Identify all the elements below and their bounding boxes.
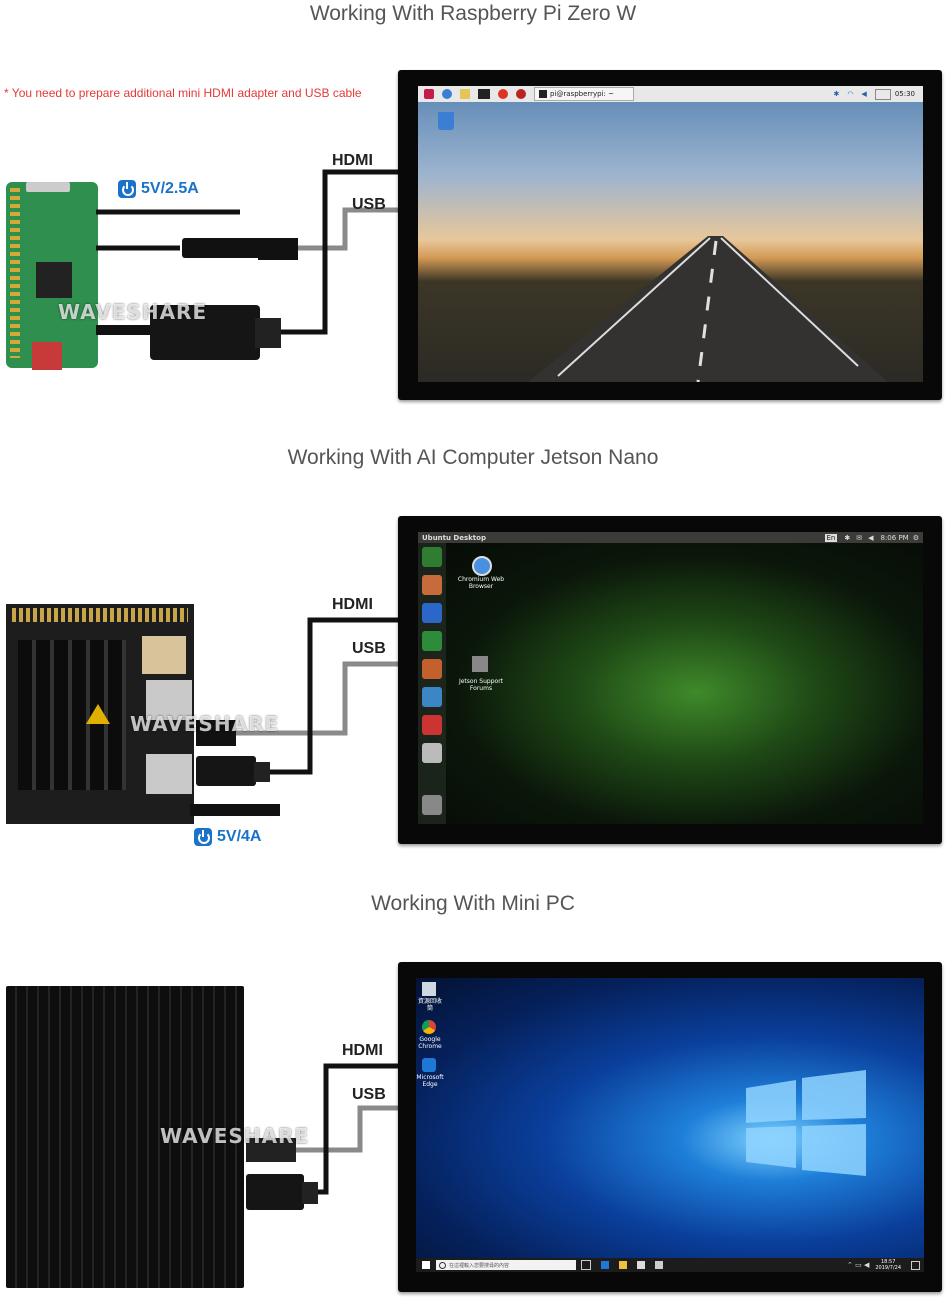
clock: 05:30 (894, 90, 915, 98)
section1-cables (96, 169, 400, 360)
recycle-bin-icon[interactable] (422, 982, 436, 996)
power-spec-1: 5V/2.5A (118, 180, 199, 198)
raspberry-pi-zero-board (6, 182, 98, 370)
search-box[interactable]: 在這裡輸入您要搜尋的內容 (436, 1260, 576, 1270)
search-icon (439, 1261, 446, 1269)
section-title-jetson-nano: Working With AI Computer Jetson Nano (287, 446, 659, 469)
section-title-mini-pc: Working With Mini PC (371, 892, 575, 915)
files-icon[interactable] (422, 575, 442, 595)
hdmi-label-2: HDMI (332, 596, 373, 613)
system-settings-icon[interactable] (422, 715, 442, 735)
task-view-icon[interactable] (581, 1260, 591, 1270)
language-indicator[interactable]: En (824, 533, 838, 542)
file-manager-icon[interactable] (460, 89, 470, 99)
ubuntu-launcher (418, 543, 446, 824)
start-button[interactable] (422, 1261, 430, 1269)
wifi-icon[interactable]: ◠ (847, 90, 854, 98)
edge-label: Microsoft Edge (416, 1074, 444, 1088)
impress-icon[interactable] (422, 659, 442, 679)
raspbian-desktop[interactable]: pi@raspberrypi: ~ ✱ ◠ ◀ 05:30 (418, 86, 923, 382)
mathematica-icon[interactable] (516, 89, 526, 99)
hdmi-label-1: HDMI (332, 152, 373, 169)
chrome-icon[interactable] (422, 1020, 436, 1034)
software-center-icon[interactable] (422, 687, 442, 707)
calc-icon[interactable] (422, 631, 442, 651)
cpu-monitor (874, 88, 891, 100)
taskbar-clock[interactable]: 18:57 2019/7/24 (875, 1259, 901, 1271)
ubuntu-desktop[interactable]: Ubuntu Desktop En ✱ ✉ ◀ 8:06 PM ⚙ Chromi… (418, 532, 923, 824)
monitor-3: 資源回收筒 Google Chrome Microsoft Edge 在這裡輸入… (398, 962, 942, 1292)
chromium-desktop-icon[interactable] (472, 556, 492, 576)
terminal-icon[interactable] (478, 89, 490, 99)
clock-time: 18:57 (880, 1259, 896, 1265)
volume-icon[interactable]: ◀ (868, 533, 874, 542)
section-title-raspberry-pi: Working With Raspberry Pi Zero W (309, 2, 637, 25)
hdmi-label-3: HDMI (342, 1042, 383, 1059)
section3-cables (246, 1063, 400, 1210)
watermark-logo: WAVESHARE (130, 712, 280, 736)
power-spec-text: 5V/2.5A (141, 180, 199, 197)
wolfram-icon[interactable] (498, 89, 508, 99)
windows-logo-wallpaper (746, 1070, 866, 1176)
monitor-1: pi@raspberrypi: ~ ✱ ◠ ◀ 05:30 (398, 70, 942, 400)
jetson-nano-board (6, 604, 194, 824)
action-center-icon[interactable] (911, 1260, 920, 1270)
power-spec-text: 5V/4A (217, 828, 262, 845)
watermark-logo: WAVESHARE (160, 1124, 310, 1148)
ubuntu-top-panel: Ubuntu Desktop En ✱ ✉ ◀ 8:06 PM ⚙ (418, 532, 923, 543)
file-explorer-icon[interactable] (619, 1261, 627, 1269)
settings-gear-icon[interactable]: ⚙ (912, 533, 919, 542)
jetson-forums-desktop-label: Jetson Support Forums (458, 678, 504, 692)
search-placeholder: 在這裡輸入您要搜尋的內容 (449, 1262, 510, 1269)
system-tray[interactable]: ⌃ ▭ ◀ (847, 1261, 870, 1269)
clock-date: 2019/7/24 (875, 1265, 901, 1271)
raspberry-menu-icon[interactable] (424, 89, 434, 99)
mail-icon[interactable] (655, 1261, 663, 1269)
terminal-window-title: pi@raspberrypi: ~ (550, 90, 615, 98)
recycle-bin-label: 資源回收筒 (417, 998, 442, 1012)
bluetooth-icon[interactable]: ✱ (844, 533, 851, 542)
volume-icon[interactable]: ◀ (861, 90, 867, 98)
terminal-window-button[interactable]: pi@raspberrypi: ~ (534, 87, 634, 101)
ubuntu-dash-icon[interactable] (422, 547, 442, 567)
watermark-logo: WAVESHARE (58, 300, 208, 324)
trash-icon[interactable] (438, 112, 454, 130)
jetson-forums-desktop-icon[interactable] (472, 656, 488, 672)
mail-icon[interactable]: ✉ (856, 533, 863, 542)
power-icon (118, 180, 136, 198)
section2-cables (190, 617, 400, 816)
bluetooth-icon[interactable]: ✱ (833, 90, 840, 98)
windows10-desktop[interactable]: 資源回收筒 Google Chrome Microsoft Edge 在這裡輸入… (416, 978, 924, 1272)
trash-icon[interactable] (422, 795, 442, 815)
edge-icon[interactable] (422, 1058, 436, 1072)
windows-taskbar: 在這裡輸入您要搜尋的內容 ⌃ ▭ ◀ 18:57 2019/7/24 (416, 1258, 924, 1272)
raspbian-taskbar: pi@raspberrypi: ~ ✱ ◠ ◀ 05:30 (418, 86, 923, 102)
writer-icon[interactable] (422, 603, 442, 623)
edge-taskbar-icon[interactable] (601, 1261, 609, 1269)
desktop-title: Ubuntu Desktop (422, 533, 486, 542)
browser-icon[interactable] (442, 89, 452, 99)
monitor-2: Ubuntu Desktop En ✱ ✉ ◀ 8:06 PM ⚙ Chromi… (398, 516, 942, 844)
power-spec-2: 5V/4A (194, 828, 261, 846)
usb-label-3: USB (352, 1086, 386, 1103)
terminal-small-icon (539, 90, 547, 98)
chrome-label: Google Chrome (418, 1036, 442, 1050)
store-icon[interactable] (637, 1261, 645, 1269)
chromium-desktop-label: Chromium Web Browser (457, 576, 505, 590)
usb-label-1: USB (352, 196, 386, 213)
drive-icon[interactable] (422, 743, 442, 763)
adapter-note: * You need to prepare additional mini HD… (4, 86, 362, 100)
power-icon (194, 828, 212, 846)
mini-pc (6, 986, 244, 1288)
usb-label-2: USB (352, 640, 386, 657)
clock: 8:06 PM (880, 533, 909, 542)
